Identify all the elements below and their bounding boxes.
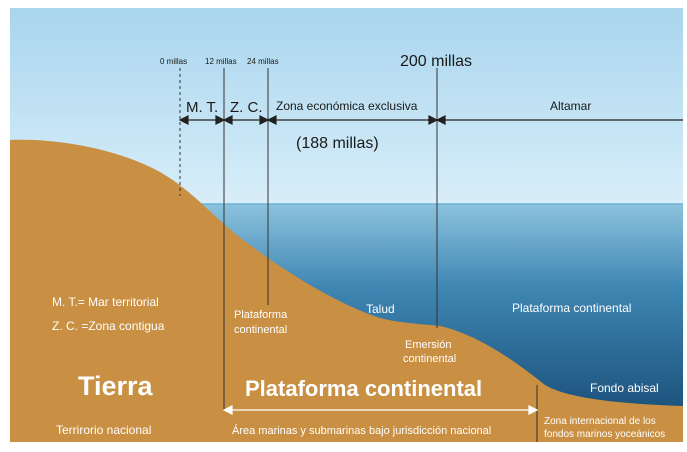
zone-mt-label: M. T.: [186, 99, 218, 116]
label-12-miles: 12 millas: [205, 57, 237, 66]
small-shelf-label-2: continental: [234, 324, 287, 336]
land-subtitle: Terrirorio nacional: [56, 423, 151, 437]
label-200-miles: 200 millas: [400, 53, 472, 70]
zone-zee-width: (188 millas): [296, 135, 379, 152]
deep-shelf-label: Plataforma continental: [512, 301, 631, 315]
zone-zee-label: Zona económica exclusiva: [276, 99, 418, 113]
legend-mt-definition: M. T.= Mar territorial: [52, 295, 159, 309]
rise-label-2: continental: [403, 353, 456, 365]
jurisdiction-arrow: [222, 405, 539, 415]
shelf-big-label: Plataforma continental: [245, 376, 482, 401]
zone-arrows: [178, 115, 683, 125]
legend-zc-definition: Z. C. =Zona contigua: [52, 319, 165, 333]
abyssal-label: Fondo abisal: [590, 381, 659, 395]
slope-label: Talud: [366, 302, 395, 316]
land-profile: [10, 139, 683, 442]
jurisdiction-label: Área marinas y submarinas bajo jurisdicc…: [232, 424, 491, 437]
zone-zc-label: Z. C.: [230, 99, 263, 116]
intl-zone-label-1: Zona internacional de los: [544, 416, 656, 427]
intl-zone-label-2: fondos marinos yoceánicos: [544, 429, 665, 440]
rise-label-1: Emersión: [405, 339, 451, 351]
land-title: Tierra: [78, 371, 154, 401]
label-24-miles: 24 millas: [247, 57, 279, 66]
label-0-miles: 0 millas: [160, 57, 187, 66]
small-shelf-label-1: Plataforma: [234, 309, 288, 321]
zone-high-seas-label: Altamar: [550, 99, 591, 113]
